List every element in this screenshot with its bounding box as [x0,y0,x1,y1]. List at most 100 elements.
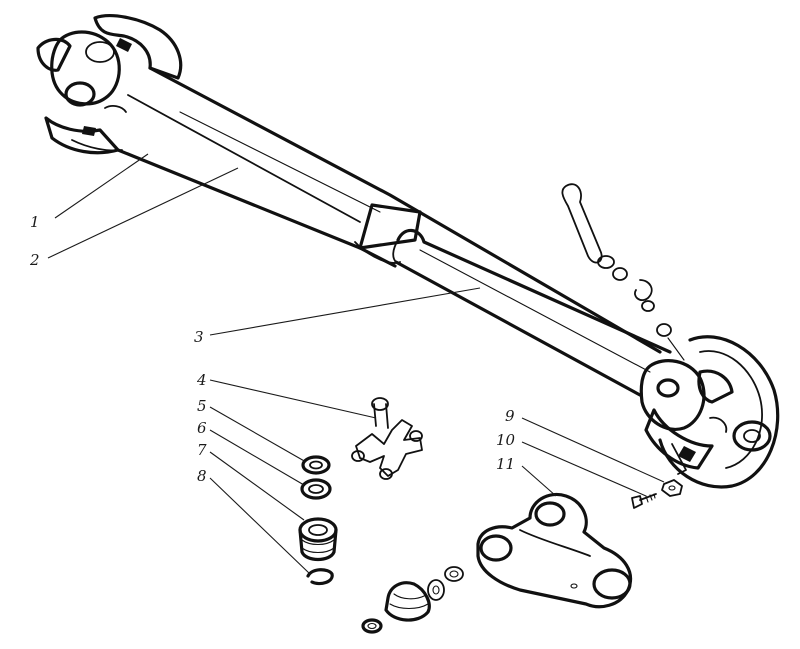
callout-3: 3 [194,328,204,346]
washer-1-hole [432,585,440,595]
right-yoke-body [639,359,706,431]
part-yoke [476,492,633,609]
left-yoke-bore [64,81,96,107]
right-flange-hub [732,420,772,452]
yoke-outline [476,492,633,609]
outer-tube-end-collar [358,203,422,250]
yoke-eye-right [534,501,566,527]
cross-trunnion-right [409,430,423,442]
leader-8 [209,477,311,575]
seal-inner [309,460,323,470]
inner-tube-highlight [419,249,651,373]
leader-7 [209,451,305,521]
outer-tube-highlight [127,94,361,223]
chain-split-ring [634,279,653,302]
inner-tube-bottom-edge [394,260,642,397]
chain-link-4 [656,323,672,337]
callout-10: 10 [496,431,516,449]
washer-1 [427,579,445,601]
bolt-head [631,495,643,509]
chain-link-2 [612,267,628,281]
cross-body [355,419,423,477]
boot-ribs [389,593,429,610]
driveshaft-assembly [36,14,780,489]
outer-tube-inner-line [179,111,381,213]
bearing-cup-wall [298,528,338,562]
nut-body [661,479,683,497]
bearing-cup-opening [308,524,328,536]
bolt-thread [645,493,656,503]
left-yoke-upper-lobe [93,14,183,80]
part-boot-and-washers [361,566,464,634]
right-yoke-notch [678,446,696,462]
callout-labels: 1 2 3 4 5 6 7 8 9 10 11 [29,213,516,485]
leader-3 [209,287,481,336]
chain-link-1 [597,255,615,269]
callout-5: 5 [197,397,207,415]
nut-hole [668,485,676,491]
leader-6 [209,429,305,486]
part-bearing-cup [298,517,338,562]
right-flange-hub-bore [743,429,761,443]
chain-snap-hook [561,183,603,264]
callout-6: 6 [197,419,207,437]
callout-11: 11 [496,455,515,473]
leader-9 [521,417,665,483]
leader-2 [47,167,239,259]
washer-2-hole [449,570,459,578]
small-ring [361,618,383,634]
seal-outer [301,455,331,475]
right-yoke-detail [709,416,728,433]
part-bolt [631,493,657,509]
bearing-cup-grooves [301,539,335,554]
inner-tube-top-edge [396,228,672,354]
leader-10 [521,441,647,497]
callout-8: 8 [197,467,207,485]
chain-tail [667,337,685,361]
left-yoke-lower-edge [71,139,123,152]
right-flange-inner-rim [699,350,763,469]
left-yoke-grease [104,105,127,113]
right-yoke-bracket [671,443,687,475]
left-yoke-bore-upper [85,41,115,63]
bearing-cup-rim [298,517,338,543]
left-yoke-notch-lower [82,126,96,136]
leader-1 [54,153,149,219]
cross-trunnion-bottom [379,468,393,480]
snap-ring-outer [306,568,334,586]
callout-9: 9 [505,407,515,425]
right-flange-rim [658,335,780,489]
leader-11 [521,465,557,497]
outer-tube-bottom-edge [116,148,397,268]
callout-1: 1 [30,213,40,231]
part-seal-cage [300,478,332,500]
cage-outer [300,478,332,500]
chain-link-3 [641,300,655,312]
inner-tube-end [392,239,399,263]
leader-5 [209,406,307,463]
left-yoke-ring [50,30,121,106]
yoke-crease [519,529,591,557]
yoke-bolt-hole [570,583,578,589]
washer-2 [444,566,464,582]
leader-4 [209,379,377,419]
small-ring-hole [367,622,377,630]
cross-trunnion-top-shaft [373,403,389,429]
outer-tube-top-edge [148,66,662,354]
part-seal [301,455,331,475]
left-yoke-boss [36,37,72,72]
leader-lines [47,153,665,575]
right-yoke-cross-arm [697,369,734,404]
part-snap-ring [306,568,334,586]
yoke-eye-left [479,534,513,562]
yoke-bore [592,568,632,600]
left-yoke-lower-arm [44,116,120,155]
bolt-shank [639,493,657,501]
callout-4: 4 [196,371,207,389]
callout-7: 7 [197,441,207,459]
part-nut [661,479,683,497]
right-yoke-lower-arm [644,408,714,470]
boot-body [384,581,431,622]
